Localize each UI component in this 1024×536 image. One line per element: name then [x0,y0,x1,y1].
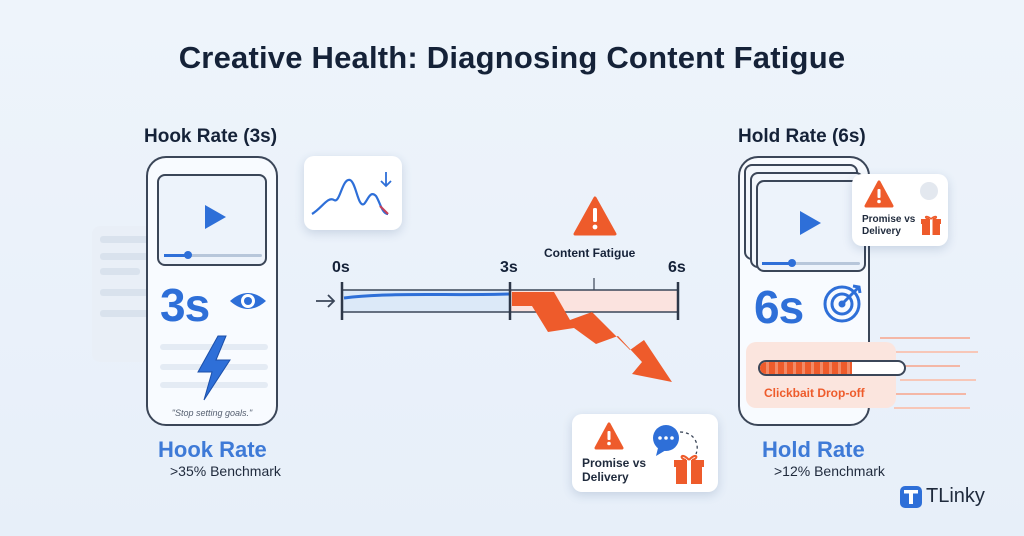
hook-phone: 3s "Stop setting goals." [146,156,278,426]
timeline-3s-label: 3s [500,259,518,276]
promise-delivery-card: Promise vs Delivery [572,414,718,492]
warning-icon [573,196,617,236]
eye-icon [230,293,266,309]
mini-chart-card [304,156,402,230]
brand-name: TLinky [926,485,985,507]
gift-icon [921,215,941,235]
hold-video-progress[interactable] [762,259,860,267]
page-title: Creative Health: Diagnosing Content Fati… [178,40,846,75]
hold-rate-label: Hold Rate [762,437,865,462]
timeline-6s-label: 6s [668,259,686,276]
timeline-graphic [316,278,680,382]
dropoff-label: Clickbait Drop-off [764,386,865,400]
timeline-0s-label: 0s [332,259,350,276]
hold-promise-card: Promise vs Delivery [852,174,948,246]
play-icon[interactable] [794,208,824,238]
hold-phone: 6s Clickbait Drop-off [738,156,906,426]
entry-arrow-icon [316,294,336,308]
hold-video-frame[interactable] [756,180,866,272]
hold-promise-text: Promise vs Delivery [862,214,916,237]
warning-icon [864,180,894,208]
trend-chart-icon [311,172,392,216]
target-icon [823,284,862,323]
drop-arrow-icon [512,292,672,382]
chat-gift-icon [653,425,704,484]
play-icon[interactable] [199,202,229,232]
hook-video-frame[interactable] [157,174,267,266]
dropoff-panel: Clickbait Drop-off [746,342,906,408]
hold-heading: Hold Rate (6s) [738,126,866,147]
warning-icon [594,422,624,450]
content-fatigue-label: Content Fatigue [544,246,636,260]
hook-quote: "Stop setting goals." [171,408,253,418]
lightning-icon [197,335,231,401]
promise-delivery-text: Promise vs Delivery [582,456,647,484]
hook-benchmark: >35% Benchmark [170,463,281,479]
dropoff-progress-bar [758,360,906,376]
hold-benchmark: >12% Benchmark [774,463,885,479]
hold-big-value: 6s [754,281,804,333]
hook-rate-label: Hook Rate [158,437,267,462]
speed-lines [880,337,978,409]
hook-video-progress[interactable] [164,251,262,259]
hook-heading: Hook Rate (3s) [144,126,278,147]
hook-big-value: 3s [160,279,210,331]
brand-logo-icon [900,486,922,508]
